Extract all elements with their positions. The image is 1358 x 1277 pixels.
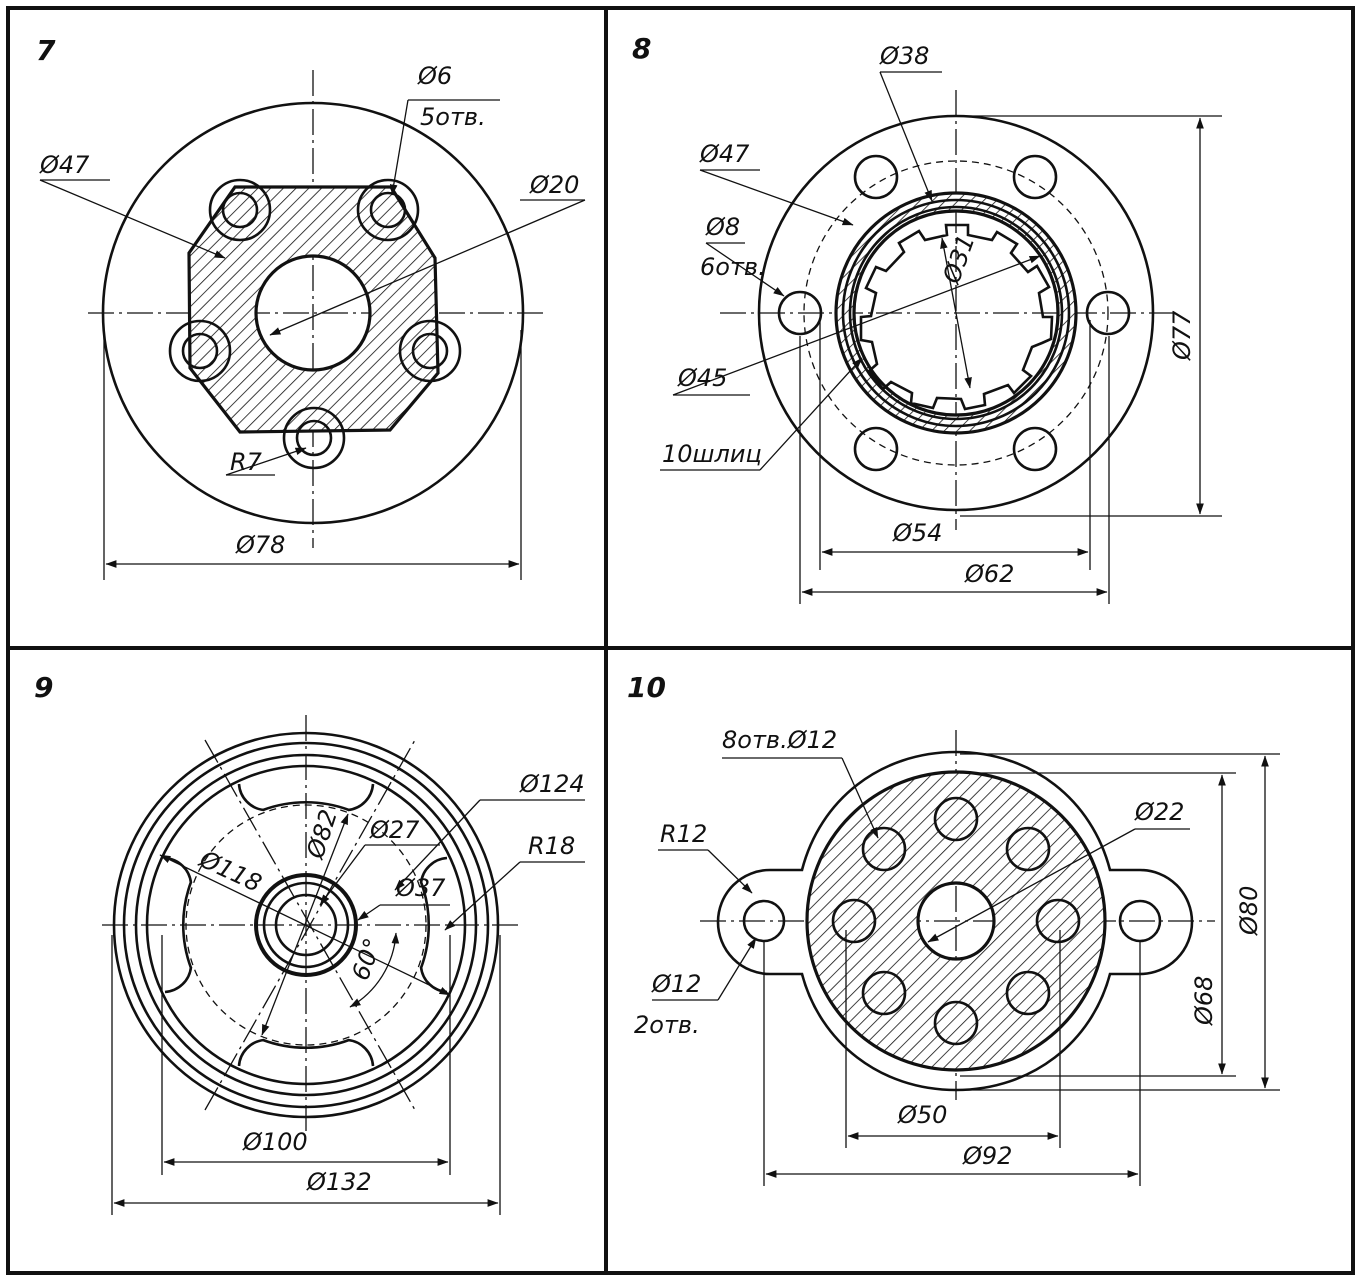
dim-d62: Ø62: [964, 560, 1014, 588]
hatched-flange: [168, 178, 462, 470]
dim-d68: Ø68: [1190, 976, 1218, 1026]
panel-number: 9: [34, 671, 53, 704]
dim-d132: Ø132: [306, 1168, 372, 1196]
dim-d12: Ø12: [651, 970, 701, 998]
holes-8-count: 8отв.Ø12: [722, 726, 837, 754]
dim-d124: Ø124: [519, 770, 585, 798]
dim-r7: R7: [230, 448, 263, 476]
spline-profile: [859, 223, 1054, 411]
lug-holes: [742, 899, 1162, 943]
dim-d118: Ø118: [195, 845, 266, 898]
dim-d38: Ø38: [879, 42, 929, 70]
dim-d50: Ø50: [897, 1101, 947, 1129]
panel-9: 9 Ø12: [34, 671, 585, 1215]
panel-8: 8 Ø38 Ø47 Ø8 6отв. Ø31: [632, 32, 1222, 604]
panel-number: 8: [632, 32, 651, 65]
dim-d54: Ø54: [892, 519, 942, 547]
bolt-holes: [181, 191, 449, 457]
panel-number: 10: [627, 671, 666, 704]
hatched-disc: [805, 770, 1107, 1072]
dim-d47: Ø47: [699, 140, 750, 168]
panel-number: 7: [36, 34, 56, 67]
panel-10: 10 8отв.Ø12 R12 Ø22: [627, 671, 1280, 1186]
dim-d37: Ø37: [395, 874, 446, 902]
hatched-ring: [834, 191, 1078, 435]
spline-count: 10шлиц: [662, 440, 762, 468]
dim-d78: Ø78: [235, 531, 285, 559]
dim-d45: Ø45: [677, 364, 727, 392]
dim-d47: Ø47: [39, 151, 90, 179]
dim-d77: Ø77: [1168, 310, 1196, 361]
dim-d100: Ø100: [242, 1128, 308, 1156]
panel-7: 7 Ø47 Ø6 5отв. Ø20: [36, 34, 586, 580]
dim-d31: Ø31: [937, 231, 981, 288]
holes-2-count: 2отв.: [634, 1011, 700, 1039]
dim-d82: Ø82: [301, 806, 343, 863]
outer-circle: [101, 101, 525, 525]
dim-r12: R12: [660, 820, 707, 848]
dim-d20: Ø20: [529, 171, 579, 199]
bolt-holes: [777, 154, 1131, 472]
flange-outer: [757, 114, 1155, 512]
dim-d80: Ø80: [1235, 886, 1263, 936]
rim-outer: [112, 731, 500, 1119]
holes-count: 5отв.: [420, 103, 486, 131]
frame: [6, 6, 1355, 1275]
dim-d22: Ø22: [1134, 798, 1184, 826]
dim-d92: Ø92: [962, 1142, 1012, 1170]
holes-count: 6отв.: [700, 253, 766, 281]
dim-r18: R18: [528, 832, 575, 860]
bolt-circle: [803, 160, 1109, 466]
dim-d27: Ø27: [369, 816, 420, 844]
dim-d6: Ø6: [417, 62, 452, 90]
dim-d8: Ø8: [705, 213, 740, 241]
